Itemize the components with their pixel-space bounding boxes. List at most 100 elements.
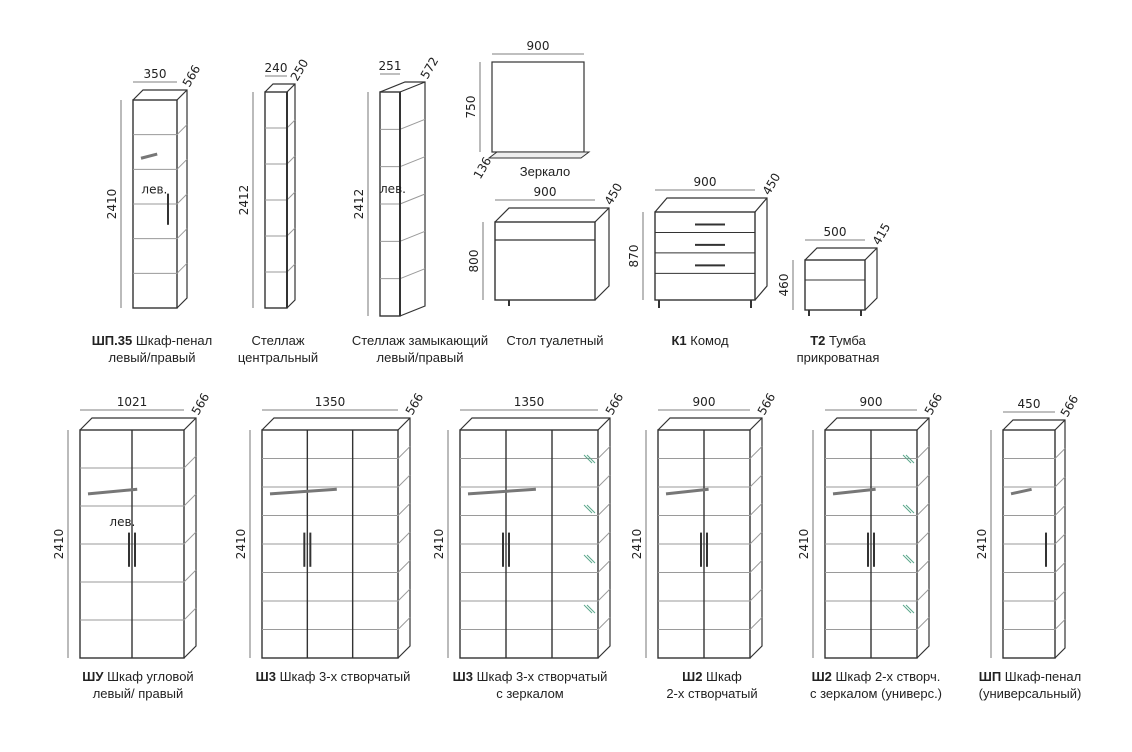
shelf-line: [749, 503, 763, 516]
mirror-hatch: [905, 604, 915, 614]
hanger-rail: [140, 152, 158, 160]
height-dimension: 750: [464, 96, 478, 119]
depth-dimension: 415: [870, 221, 894, 248]
caption-line-2: прикроватная: [796, 350, 880, 365]
shelf-line: [176, 262, 188, 274]
height-dimension: 870: [627, 245, 641, 268]
depth-dimension: 566: [1058, 393, 1082, 420]
height-dimension: 800: [467, 250, 481, 273]
edge-line: [397, 417, 411, 431]
caption-line-2: 2-х створчатый: [666, 686, 758, 701]
depth-outline: [804, 247, 878, 311]
edge-line: [176, 89, 188, 101]
shelf-line: [597, 503, 611, 516]
height-dimension: 2410: [630, 529, 644, 560]
shelf-line: [597, 560, 611, 573]
mirror-hatch: [902, 504, 912, 514]
left-version-note: лев.: [141, 183, 167, 197]
mirror-hatch: [586, 504, 596, 514]
caption-line-1: Комод: [690, 333, 729, 348]
shelf-line: [1054, 533, 1066, 545]
hanger-rail: [467, 487, 537, 496]
height-dimension: 2410: [234, 529, 248, 560]
shelf-line: [916, 617, 930, 630]
shelf-line: [183, 607, 197, 621]
shelf-line: [183, 569, 197, 583]
hanger-rail: [269, 487, 337, 496]
height-dimension: 2410: [105, 189, 119, 220]
shelf-line: [916, 474, 930, 488]
front-outline: [494, 221, 596, 301]
height-dimension: 2410: [432, 529, 446, 560]
mirror-hatch: [586, 554, 596, 564]
shelf-line: [397, 474, 411, 488]
item-code: ШП: [978, 669, 1002, 684]
depth-outline: [79, 417, 197, 659]
shelf-line: [286, 227, 296, 237]
caption-line-2: левый/правый: [108, 350, 196, 365]
mirror-hatch: [586, 454, 596, 464]
mirror-frame: [491, 61, 585, 153]
shelf-line: [749, 531, 763, 545]
shelf-line: [749, 617, 763, 630]
shelf-line: [597, 474, 611, 488]
caption-line-2: (универсальный): [978, 686, 1082, 701]
shelf-line: [1054, 619, 1066, 630]
edge-line: [1054, 419, 1066, 431]
shelf-line: [1054, 590, 1066, 602]
item-code: Ш2: [811, 669, 832, 684]
caption-line-2: центральный: [237, 350, 319, 365]
item-caption: Стол туалетный: [506, 332, 603, 349]
item-caption: ШП Шкаф-пенал(универсальный): [979, 668, 1082, 702]
caption-line-2: с зеркалом (универс.): [809, 686, 943, 701]
shelf-line: [397, 446, 411, 459]
caption-line-1: Тумба: [829, 333, 866, 348]
shelf-line: [749, 446, 763, 459]
caption-line-1: Зеркало: [519, 164, 571, 179]
shelf-line: [749, 560, 763, 573]
caption-line-1: Шкаф угловой: [107, 669, 194, 684]
depth-dimension: 136: [471, 155, 495, 182]
item-caption: Ш3 Шкаф 3-х створчатый: [256, 668, 411, 685]
shelf-line: [749, 588, 763, 602]
shelf-line: [916, 588, 930, 602]
shelf-line: [397, 617, 411, 630]
edge-line: [399, 81, 426, 93]
shelf-line: [286, 263, 296, 273]
mirror-hatch: [902, 454, 912, 464]
item-code: Ш3: [255, 669, 276, 684]
caption-line-1: Шкаф 3-х створчатый: [476, 669, 608, 684]
mirror-hatch: [905, 554, 915, 564]
shelf-line: [749, 474, 763, 488]
shelf-line: [399, 268, 426, 280]
width-dimension: 900: [527, 39, 550, 53]
edge-line: [864, 247, 878, 261]
edge-line: [286, 83, 296, 93]
width-dimension: 450: [1018, 397, 1041, 411]
shelf-line: [1054, 476, 1066, 488]
shelf-line: [183, 531, 197, 545]
item-caption: Ш2 Шкаф 2-х створч.с зеркалом (универс.): [810, 668, 942, 702]
mirror-hatch: [583, 504, 593, 514]
shelf-line: [286, 119, 296, 129]
shelf-line: [597, 446, 611, 459]
shelf-line: [176, 124, 188, 136]
height-dimension: 2410: [52, 529, 66, 560]
depth-dimension: 566: [922, 391, 946, 418]
depth-dimension: 250: [288, 57, 312, 84]
mirror-hatch: [902, 554, 912, 564]
edge-line: [749, 417, 763, 431]
depth-outline: [261, 417, 411, 659]
mirror-shelf: [487, 151, 591, 159]
caption-line-1: Стеллаж: [251, 333, 305, 348]
item-code: ШП.35: [91, 333, 133, 348]
